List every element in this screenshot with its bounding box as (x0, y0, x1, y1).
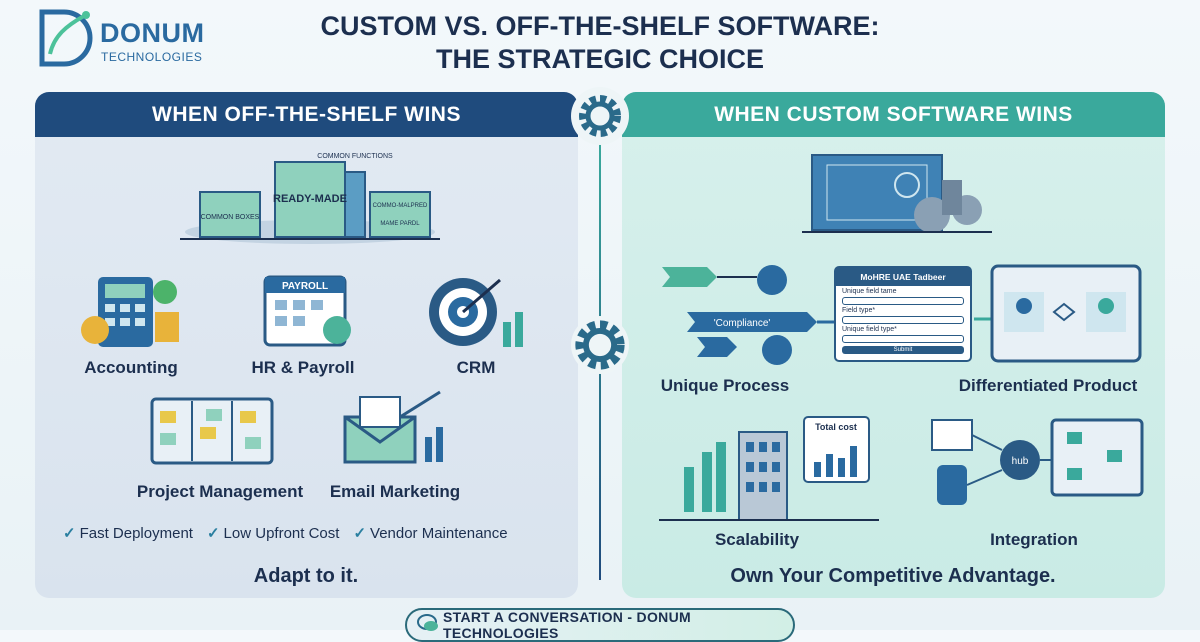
off-the-shelf-panel: WHEN OFF-THE-SHELF WINS COMMON BOXES REA… (35, 92, 578, 598)
page-title: CUSTOM VS. OFF-THE-SHELF SOFTWARE: THE S… (250, 10, 950, 76)
benefits-list: ✓Fast Deployment ✓Low Upfront Cost ✓Vend… (63, 524, 508, 542)
hub-label: hub (1012, 456, 1029, 467)
item-project-management: Project Management (136, 482, 304, 501)
item-unique-process: Unique Process (660, 376, 790, 395)
payroll-calendar-icon: PAYROLL (263, 275, 351, 347)
right-tagline: Own Your Competitive Advantage. (730, 565, 1056, 587)
form-select (842, 316, 964, 324)
benefit-item: ✓Fast Deployment (63, 524, 193, 542)
form-input (842, 297, 964, 305)
blueprint-gears-icon (802, 154, 992, 233)
chat-bubble-icon (417, 614, 438, 631)
total-cost-label: Total cost (815, 422, 857, 432)
form-input (842, 335, 964, 343)
title-line-2: THE STRATEGIC CHOICE (435, 44, 764, 74)
logo-mark-icon (39, 9, 93, 67)
form-field-label: Unique field tame (842, 288, 897, 295)
box-label: COMMO-MALPRED (373, 203, 428, 209)
item-crm: CRM (456, 358, 496, 377)
box-label: MAME PARDL (380, 221, 420, 227)
item-accounting: Accounting (84, 358, 178, 377)
box-label: COMMON FUNCTIONS (317, 153, 393, 160)
title-line-1: CUSTOM VS. OFF-THE-SHELF SOFTWARE: (320, 11, 880, 41)
custom-software-panel: WHEN CUSTOM SOFTWARE WINS 'Compliance' M… (622, 92, 1165, 598)
check-icon: ✓ (206, 525, 220, 542)
process-flow-icon: 'Compliance' (662, 265, 837, 365)
crm-target-icon (429, 278, 523, 347)
box-label: READY-MADE (273, 193, 347, 205)
benefit-label: Vendor Maintenance (370, 525, 508, 542)
item-hr-payroll: HR & Payroll (251, 358, 355, 377)
kanban-board-icon (150, 397, 274, 465)
email-marketing-icon (343, 390, 443, 464)
logo: DONUM TECHNOLOGIES (36, 8, 236, 70)
off-the-shelf-heading: WHEN OFF-THE-SHELF WINS (35, 92, 578, 137)
scalability-building-icon: Total cost (659, 416, 879, 521)
check-icon: ✓ (353, 525, 367, 542)
benefit-item: ✓Low Upfront Cost (207, 524, 339, 542)
left-tagline: Adapt to it. (253, 565, 359, 587)
benefit-item: ✓Vendor Maintenance (353, 524, 507, 542)
item-differentiated-product: Differentiated Product (958, 376, 1138, 395)
item-email-marketing: Email Marketing (329, 482, 461, 501)
benefit-label: Fast Deployment (79, 525, 193, 542)
logo-brand: DONUM (100, 18, 205, 48)
boxes-illustration-icon: COMMON BOXES READY-MADE COMMON FUNCTIONS… (180, 153, 440, 244)
cta-label: START A CONVERSATION - DONUM TECHNOLOGIE… (443, 609, 691, 641)
integration-hub-icon: hub (931, 418, 1144, 505)
benefit-label: Low Upfront Cost (223, 525, 340, 542)
gear-icon (571, 87, 629, 145)
form-field-label: Field type* (842, 307, 876, 314)
form-submit: Submit (842, 346, 964, 354)
form-title: MoHRE UAE Tadbeer (836, 268, 970, 286)
gear-icon (571, 316, 629, 374)
custom-form-illustration: MoHRE UAE Tadbeer Unique field tame Fiel… (834, 266, 972, 362)
box-label: COMMON BOXES (201, 214, 260, 221)
calculator-coins-icon (81, 277, 179, 347)
product-screen-icon (974, 264, 1142, 363)
start-conversation-button[interactable]: START A CONVERSATION - DONUM TECHNOLOGIE… (405, 608, 795, 642)
custom-software-heading: WHEN CUSTOM SOFTWARE WINS (622, 92, 1165, 137)
form-field-label: Unique field type* (842, 326, 897, 333)
payroll-label: PAYROLL (282, 281, 328, 292)
item-scalability: Scalability (714, 530, 800, 549)
logo-subtitle: TECHNOLOGIES (101, 50, 203, 64)
check-icon: ✓ (63, 525, 76, 542)
item-integration: Integration (990, 530, 1078, 549)
compliance-label: 'Compliance' (714, 318, 771, 329)
